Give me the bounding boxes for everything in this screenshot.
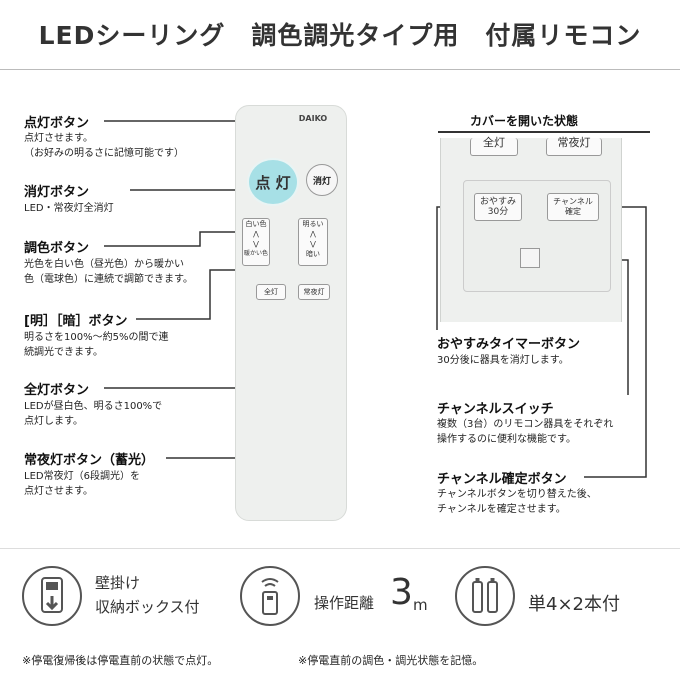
confirm-line2: 確定 (565, 207, 581, 216)
sleep-line2: 30分 (487, 207, 509, 217)
distance-label: 操作距離 (314, 594, 375, 612)
off-button[interactable]: 消灯 (306, 164, 338, 196)
cover-heading-underline (438, 131, 650, 133)
remote-control: DAIKO 点 灯 消灯 白い色 ⋀ ⋁ 暖かい色 明るい ⋀ ⋁ 暗い 全灯 … (235, 105, 347, 521)
sleep-timer-label: おやすみタイマーボタン (437, 337, 581, 352)
bright-top-label: 明るい (302, 220, 324, 228)
cover-all-on-button[interactable]: 全灯 (470, 137, 518, 156)
cover-night-button[interactable]: 常夜灯 (546, 137, 602, 156)
footer-divider (0, 548, 680, 549)
brand-logo: DAIKO (298, 114, 328, 123)
sleep-timer-desc: 30分後に器具を消灯します。 (437, 355, 569, 366)
channel-switch[interactable] (520, 248, 540, 268)
down-arrow-icon: ⋁ (253, 240, 259, 248)
distance-value: 3 (390, 572, 413, 613)
wall-box-line2: 収納ボックス付 (95, 598, 200, 616)
channel-switch-desc: 複数（3台）のリモコン器具をそれぞれ 操作するのに便利な機能です。 (437, 419, 614, 445)
all-on-button[interactable]: 全灯 (256, 284, 286, 300)
battery-icon (455, 566, 515, 626)
note-1: ※停電復帰後は停電直前の状態で点灯。 (22, 654, 219, 667)
bright-button[interactable]: 明るい ⋀ ⋁ 暗い (298, 218, 328, 266)
up-arrow-icon: ⋀ (253, 230, 259, 238)
off-button-desc: LED・常夜灯全消灯 (24, 203, 114, 214)
all-on-button-desc: LEDが昼白色、明るさ100%で 点灯します。 (24, 401, 163, 427)
wall-box-line1: 壁掛け (95, 574, 141, 592)
cover-heading: カバーを開いた状態 (470, 114, 579, 128)
color-top-label: 白い色 (245, 220, 267, 228)
channel-switch-label: チャンネルスイッチ (437, 402, 554, 417)
color-button-label: 調色ボタン (24, 241, 90, 256)
page-title: LEDシーリング 調色調光タイプ用 付属リモコン (38, 21, 642, 50)
bright-bottom-label: 暗い (306, 250, 320, 258)
color-bottom-label: 暖かい色 (243, 250, 268, 257)
night-button-desc: LED常夜灯（6段調光）を 点灯させます。 (24, 471, 140, 497)
channel-confirm-button[interactable]: チャンネル 確定 (547, 193, 599, 221)
on-button-label: 点灯ボタン (24, 116, 90, 131)
on-button[interactable]: 点 灯 (247, 158, 299, 206)
color-button[interactable]: 白い色 ⋀ ⋁ 暖かい色 (242, 218, 270, 266)
note-2: ※停電直前の調色・調光状態を記憶。 (298, 654, 484, 667)
on-button-desc: 点灯させます。 （お好みの明るさに記憶可能です） (24, 133, 184, 159)
title-bar (0, 0, 680, 70)
battery-label: 単4×2本付 (528, 594, 620, 615)
all-on-button-label: 全灯ボタン (24, 383, 90, 398)
night-button-label: 常夜灯ボタン（蓄光） (24, 453, 155, 468)
down-arrow-icon: ⋁ (310, 240, 316, 248)
color-button-desc: 光色を白い色（昼光色）から暖かい 色（電球色）に連続で調節できます。 (24, 259, 193, 285)
distance-unit: m (413, 596, 428, 614)
sleep-timer-button[interactable]: おやすみ 30分 (474, 193, 522, 221)
channel-confirm-desc: チャンネルボタンを切り替えた後、 チャンネルを確定させます。 (437, 489, 597, 515)
night-light-button[interactable]: 常夜灯 (298, 284, 330, 300)
channel-confirm-label: チャンネル確定ボタン (437, 472, 567, 487)
bright-button-label: [明］［暗］ボタン (24, 314, 128, 329)
off-button-label: 消灯ボタン (24, 185, 90, 200)
confirm-line1: チャンネル (553, 197, 593, 206)
bright-button-desc: 明るさを100%〜約5%の間で連 続調光できます。 (24, 332, 169, 358)
sleep-line1: おやすみ (479, 197, 516, 207)
wall-box-icon (22, 566, 82, 626)
remote-signal-icon (240, 566, 300, 626)
up-arrow-icon: ⋀ (310, 230, 316, 238)
